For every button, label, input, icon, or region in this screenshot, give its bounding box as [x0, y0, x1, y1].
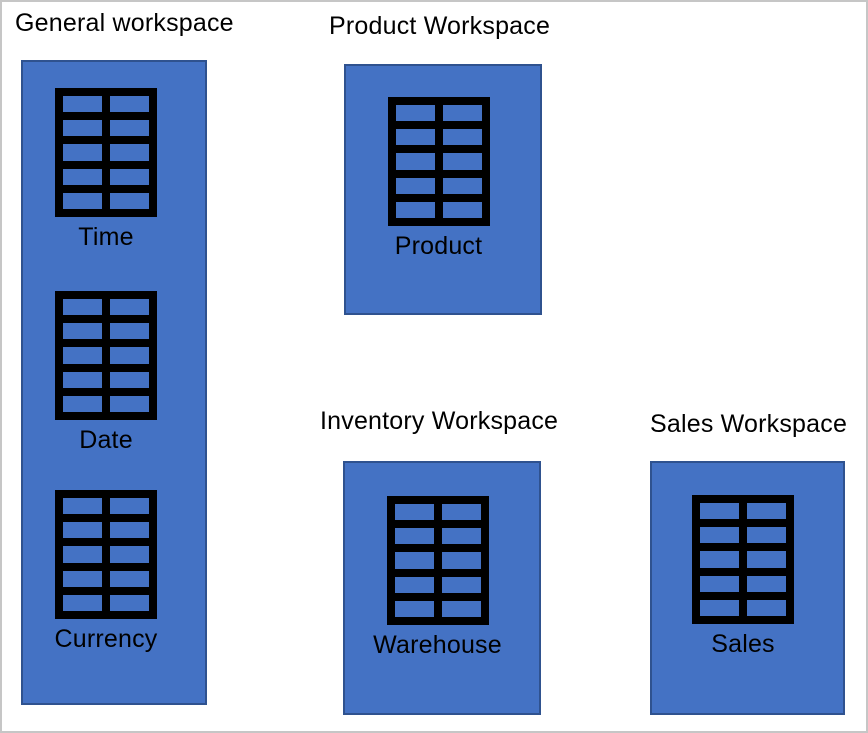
table-cell	[700, 503, 739, 520]
table-cell	[395, 105, 435, 122]
table-cell	[63, 120, 102, 137]
table-cell	[63, 594, 102, 611]
table-label-product: Product	[394, 232, 483, 260]
workspace-title-product: Product Workspace	[329, 12, 551, 40]
workspace-box-general[interactable]: Time Date Currency	[21, 60, 207, 705]
table-cell	[747, 503, 786, 520]
table-cell	[63, 347, 102, 364]
table-cell	[110, 299, 149, 316]
table-cell	[700, 527, 739, 544]
table-cell	[394, 504, 434, 521]
table-cell	[441, 504, 481, 521]
workspace-box-product[interactable]: Product	[344, 64, 542, 315]
table-cell	[110, 546, 149, 563]
table-cell	[442, 201, 482, 218]
table-cell	[110, 192, 149, 209]
workspace-title-general: General workspace	[15, 9, 234, 37]
table-cell	[747, 527, 786, 544]
table-unit-time: Time	[23, 88, 205, 252]
table-cell	[394, 576, 434, 593]
table-cell	[442, 105, 482, 122]
table-label-time: Time	[78, 223, 134, 251]
table-cell	[63, 192, 102, 209]
table-label-sales: Sales	[711, 630, 775, 658]
table-unit-sales: Sales	[652, 495, 843, 659]
table-cell	[63, 323, 102, 340]
table-cell	[110, 144, 149, 161]
table-cell	[441, 528, 481, 545]
table-cell	[394, 528, 434, 545]
table-cell	[110, 347, 149, 364]
table-icon-product[interactable]	[387, 97, 490, 226]
table-cell	[63, 395, 102, 412]
table-label-date: Date	[79, 426, 133, 454]
table-cell	[110, 168, 149, 185]
table-cell	[747, 551, 786, 568]
table-cell	[441, 576, 481, 593]
table-cell	[395, 201, 435, 218]
table-cell	[110, 96, 149, 113]
table-cell	[110, 323, 149, 340]
table-icon-date[interactable]	[55, 291, 157, 420]
table-unit-product: Product	[346, 97, 540, 261]
table-cell	[110, 594, 149, 611]
table-cell	[441, 600, 481, 617]
table-cell	[442, 177, 482, 194]
table-icon-warehouse[interactable]	[386, 496, 489, 625]
table-cell	[442, 153, 482, 170]
table-unit-currency: Currency	[23, 490, 205, 654]
table-cell	[110, 120, 149, 137]
table-unit-date: Date	[23, 291, 205, 455]
workspace-box-inventory[interactable]: Warehouse	[343, 461, 541, 715]
table-cell	[394, 600, 434, 617]
table-cell	[395, 153, 435, 170]
table-cell	[110, 371, 149, 388]
table-cell	[747, 599, 786, 616]
table-cell	[700, 551, 739, 568]
table-cell	[63, 144, 102, 161]
table-icon-sales[interactable]	[692, 495, 794, 624]
workspace-box-sales[interactable]: Sales	[650, 461, 845, 715]
table-cell	[63, 168, 102, 185]
table-cell	[747, 575, 786, 592]
table-cell	[442, 129, 482, 146]
table-label-currency: Currency	[54, 625, 158, 653]
table-cell	[110, 570, 149, 587]
table-icon-time[interactable]	[55, 88, 157, 217]
table-cell	[700, 599, 739, 616]
workspace-title-inventory: Inventory Workspace	[320, 407, 559, 435]
table-cell	[441, 552, 481, 569]
table-cell	[395, 177, 435, 194]
workspace-title-sales: Sales Workspace	[650, 410, 848, 438]
table-cell	[700, 575, 739, 592]
table-cell	[63, 371, 102, 388]
table-cell	[395, 129, 435, 146]
table-icon-currency[interactable]	[55, 490, 157, 619]
table-cell	[110, 522, 149, 539]
table-cell	[63, 522, 102, 539]
table-cell	[63, 546, 102, 563]
table-cell	[63, 570, 102, 587]
table-cell	[110, 395, 149, 412]
table-label-warehouse: Warehouse	[373, 631, 502, 659]
table-cell	[110, 498, 149, 515]
table-cell	[63, 96, 102, 113]
table-cell	[63, 498, 102, 515]
table-unit-warehouse: Warehouse	[345, 496, 539, 660]
table-cell	[394, 552, 434, 569]
table-cell	[63, 299, 102, 316]
